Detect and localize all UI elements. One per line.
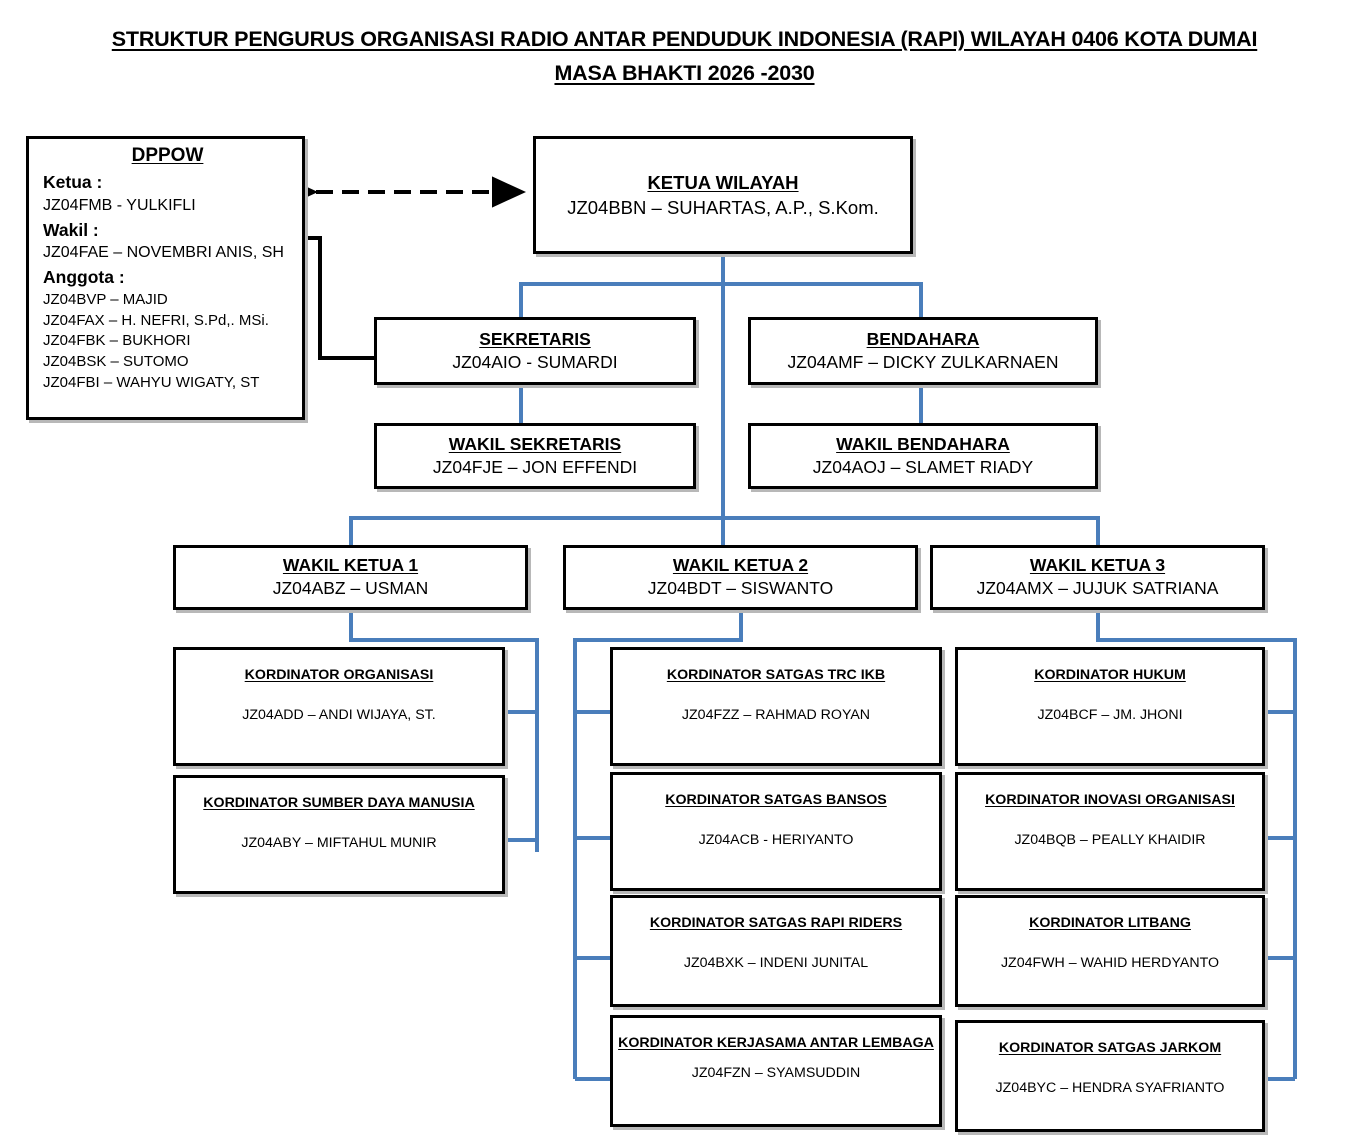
node-name: JZ04AMF – DICKY ZULKARNAEN (787, 351, 1059, 372)
node-kordinator-inovasi-organisasi[interactable]: KORDINATOR INOVASI ORGANISASI JZ04BQB – … (955, 772, 1265, 891)
node-name: JZ04BQB – PEALLY KHAIDIR (1014, 831, 1206, 848)
dppow-ketua-value: JZ04FMB - YULKIFLI (43, 196, 196, 214)
node-kordinator-satgas-rapi-riders[interactable]: KORDINATOR SATGAS RAPI RIDERS JZ04BXK – … (610, 895, 942, 1007)
node-title: KORDINATOR KERJASAMA ANTAR LEMBAGA (618, 1035, 934, 1051)
link-bus-wakil-ketua (349, 516, 1100, 545)
node-title: WAKIL SEKRETARIS (448, 433, 622, 454)
node-title: KORDINATOR INOVASI ORGANISASI (985, 792, 1235, 808)
node-kordinator-sdm[interactable]: KORDINATOR SUMBER DAYA MANUSIA JZ04ABY –… (173, 775, 505, 894)
node-title: WAKIL KETUA 2 (672, 555, 809, 576)
node-name: JZ04ADD – ANDI WIJAYA, ST. (242, 706, 436, 723)
dppow-wakil-value: JZ04FAE – NOVEMBRI ANIS, SH (43, 244, 284, 262)
node-title: KORDINATOR ORGANISASI (244, 667, 434, 683)
node-title: KETUA WILAYAH (647, 171, 799, 193)
node-name: JZ04FZN – SYAMSUDDIN (691, 1064, 861, 1081)
node-title: KORDINATOR SUMBER DAYA MANUSIA (203, 795, 475, 811)
dppow-ketua-label: Ketua : (43, 172, 103, 192)
node-name: JZ04AMX – JUJUK SATRIANA (976, 578, 1219, 598)
node-name: JZ04FWH – WAHID HERDYANTO (1000, 954, 1220, 971)
node-wakil-ketua-1[interactable]: WAKIL KETUA 1 JZ04ABZ – USMAN (173, 545, 528, 610)
node-name: JZ04FZZ – RAHMAD ROYAN (681, 706, 871, 723)
node-name: JZ04FJE – JON EFFENDI (432, 456, 638, 477)
node-title: KORDINATOR SATGAS RAPI RIDERS (649, 915, 903, 931)
node-wakil-ketua-3[interactable]: WAKIL KETUA 3 JZ04AMX – JUJUK SATRIANA (930, 545, 1265, 610)
node-title: WAKIL KETUA 3 (1029, 555, 1166, 576)
node-wakil-ketua-2[interactable]: WAKIL KETUA 2 JZ04BDT – SISWANTO (563, 545, 918, 610)
node-name: JZ04AOJ – SLAMET RIADY (812, 456, 1034, 477)
node-name: JZ04ABY – MIFTAHUL MUNIR (241, 834, 437, 851)
node-name: JZ04BBN – SUHARTAS, A.P., S.Kom. (567, 197, 879, 218)
node-name: JZ04BDT – SISWANTO (647, 578, 834, 598)
dppow-heading: DPPOW (131, 145, 204, 166)
dppow-anggota-label: Anggota : (43, 267, 125, 288)
node-title: KORDINATOR HUKUM (1034, 667, 1186, 683)
node-ketua-wilayah[interactable]: KETUA WILAYAH JZ04BBN – SUHARTAS, A.P., … (533, 136, 913, 254)
node-title: BENDAHARA (866, 328, 980, 349)
node-title: KORDINATOR SATGAS TRC IKB (666, 667, 886, 683)
node-kordinator-organisasi[interactable]: KORDINATOR ORGANISASI JZ04ADD – ANDI WIJ… (173, 647, 505, 766)
node-kordinator-satgas-trc-ikb[interactable]: KORDINATOR SATGAS TRC IKB JZ04FZZ – RAHM… (610, 647, 942, 766)
node-name: JZ04ABZ – USMAN (272, 578, 429, 598)
dppow-anggota-item: JZ04BVP – MAJID (43, 290, 168, 308)
dppow-anggota-item: JZ04FBI – WAHYU WIGATY, ST (43, 373, 260, 391)
dppow-anggota-item: JZ04FAX – H. NEFRI, S.Pd,. MSi. (43, 311, 269, 329)
page-title: STRUKTUR PENGURUS ORGANISASI RADIO ANTAR… (0, 22, 1369, 90)
node-title: WAKIL KETUA 1 (282, 555, 419, 576)
node-kordinator-litbang[interactable]: KORDINATOR LITBANG JZ04FWH – WAHID HERDY… (955, 895, 1265, 1007)
node-sekretaris[interactable]: SEKRETARIS JZ04AIO - SUMARDI (374, 317, 696, 385)
node-kordinator-satgas-jarkom[interactable]: KORDINATOR SATGAS JARKOM JZ04BYC – HENDR… (955, 1020, 1265, 1132)
node-name: JZ04BCF – JM. JHONI (1037, 706, 1183, 723)
node-kordinator-hukum[interactable]: KORDINATOR HUKUM JZ04BCF – JM. JHONI (955, 647, 1265, 766)
node-name: JZ04ACB - HERIYANTO (698, 831, 854, 848)
node-title: WAKIL BENDAHARA (836, 433, 1010, 454)
dppow-anggota-item: JZ04FBK – BUKHORI (43, 332, 191, 350)
dppow-wakil-label: Wakil : (43, 219, 99, 240)
node-wakil-bendahara[interactable]: WAKIL BENDAHARA JZ04AOJ – SLAMET RIADY (748, 423, 1098, 489)
node-title: KORDINATOR SATGAS JARKOM (998, 1040, 1222, 1056)
title-line-2: MASA BHAKTI 2026 -2030 (554, 61, 815, 85)
node-wakil-sekretaris[interactable]: WAKIL SEKRETARIS JZ04FJE – JON EFFENDI (374, 423, 696, 489)
dppow-panel: DPPOW Ketua : JZ04FMB - YULKIFLI Wakil :… (26, 136, 305, 420)
node-title: KORDINATOR SATGAS BANSOS (665, 792, 887, 808)
node-title: SEKRETARIS (479, 328, 591, 349)
link-dppow-sekretaris (305, 236, 374, 360)
node-kordinator-kerjasama-antar-lembaga[interactable]: KORDINATOR KERJASAMA ANTAR LEMBAGA JZ04F… (610, 1015, 942, 1127)
link-bus-sekretaris-bendahara (519, 282, 923, 317)
node-kordinator-satgas-bansos[interactable]: KORDINATOR SATGAS BANSOS JZ04ACB - HERIY… (610, 772, 942, 891)
node-title: KORDINATOR LITBANG (1029, 915, 1191, 931)
title-line-1: STRUKTUR PENGURUS ORGANISASI RADIO ANTAR… (111, 27, 1258, 51)
node-bendahara[interactable]: BENDAHARA JZ04AMF – DICKY ZULKARNAEN (748, 317, 1098, 385)
dppow-anggota-item: JZ04BSK – SUTOMO (43, 353, 189, 371)
node-name: JZ04BYC – HENDRA SYAFRIANTO (995, 1079, 1225, 1096)
node-name: JZ04BXK – INDENI JUNITAL (683, 954, 869, 971)
node-name: JZ04AIO - SUMARDI (452, 351, 618, 372)
